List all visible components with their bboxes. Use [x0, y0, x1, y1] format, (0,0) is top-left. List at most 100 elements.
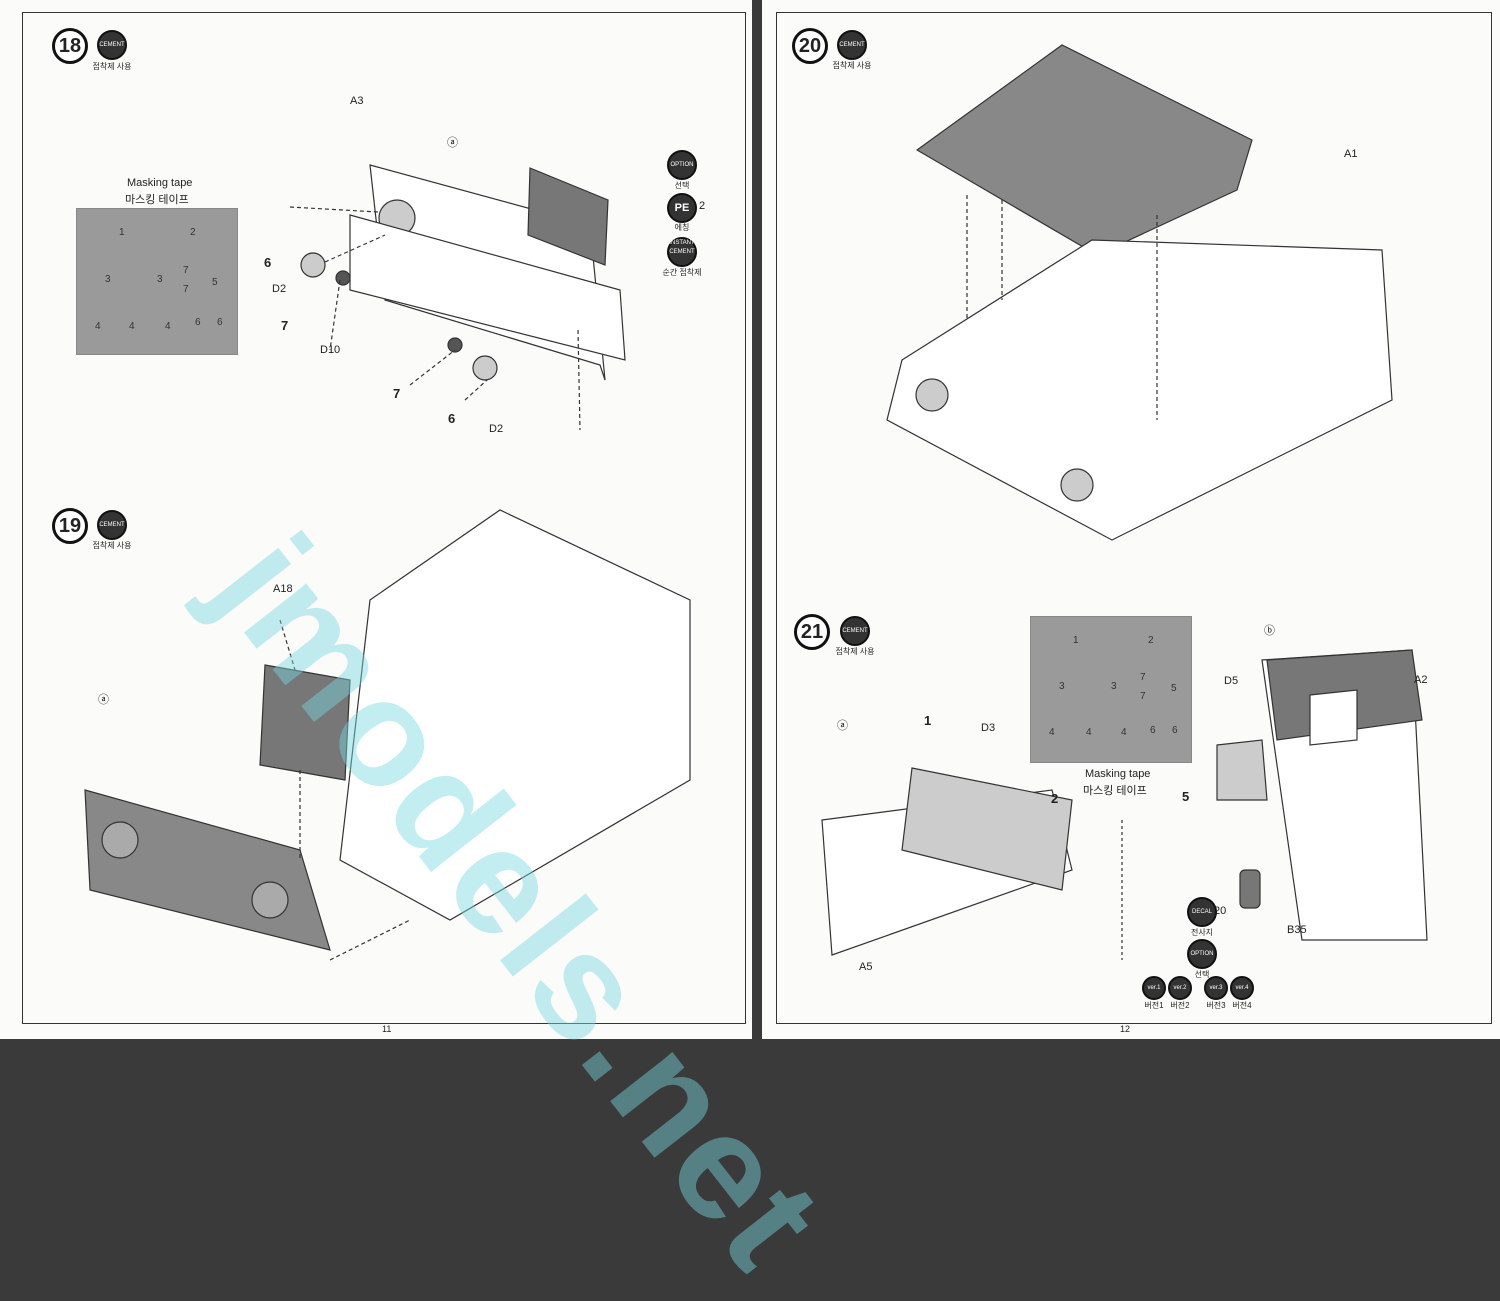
mask-num: 3: [157, 274, 163, 285]
mesh-pe: [527, 167, 609, 266]
option-badge: OPTION: [667, 150, 697, 180]
step18-19-illustrations: [84, 164, 691, 961]
part-a1: A1: [1344, 148, 1358, 160]
mask-num: 6: [1172, 725, 1178, 736]
sub-step-a: ⓐ: [447, 137, 458, 149]
pe-caption: 에칭: [674, 223, 690, 232]
page-frame: [776, 12, 1492, 1024]
step-number-21: 21: [794, 614, 830, 650]
masking-tape-sheet: 1 2 3 3 7 7 5 4 4 4 6 6: [76, 208, 238, 355]
fuel-can-b35: [1239, 869, 1261, 909]
part-a18: A18: [273, 583, 293, 595]
part-d10: D10: [320, 344, 341, 356]
step20-21-illustrations: [821, 44, 1428, 960]
version-caption-1: 버전1: [1144, 1001, 1164, 1010]
jeep-body-19: [339, 509, 691, 921]
step-number-18: 18: [52, 28, 88, 64]
cement-caption: 접착제 사용: [835, 647, 875, 656]
mask-num: 7: [183, 265, 189, 276]
mask-num: 7: [1140, 691, 1146, 702]
mask-num: 6: [217, 317, 223, 328]
pe-quantity: 2: [699, 200, 706, 212]
cement-caption: 접착제 사용: [92, 541, 132, 550]
part-1: 1: [924, 713, 932, 728]
decal-caption: 전사지: [1190, 928, 1214, 937]
mask-num: 2: [1148, 635, 1154, 646]
version-caption-3: 버전3: [1206, 1001, 1226, 1010]
instruction-page-12: 20 CEMENT 접착제 사용 A1 21 CEMENT 접착제 사용 1 2…: [762, 0, 1500, 1039]
cement-caption: 접착제 사용: [92, 62, 132, 71]
version-badge-2: ver.2: [1168, 976, 1192, 1000]
sub-step-a: ⓐ: [837, 720, 848, 732]
part-d2: D2: [272, 283, 287, 295]
mask-num: 6: [1150, 725, 1156, 736]
part-5: 5: [1182, 789, 1190, 804]
step-number-19: 19: [52, 508, 88, 544]
pe-badge: PE: [667, 193, 697, 223]
mask-num: 1: [119, 227, 125, 238]
radiator-a18: [259, 664, 351, 781]
part-a2: A2: [1414, 674, 1428, 686]
mask-num: 4: [165, 321, 171, 332]
version-badge-3: ver.3: [1204, 976, 1228, 1000]
cement-badge: CEMENT: [840, 616, 870, 646]
mask-num: 3: [105, 274, 111, 285]
sub-step-a: ⓐ: [98, 694, 109, 706]
mask-num: 1: [1073, 635, 1079, 646]
cement-badge: CEMENT: [837, 30, 867, 60]
step-number-20: 20: [792, 28, 828, 64]
part-7: 7: [393, 386, 401, 401]
mask-num: 4: [129, 321, 135, 332]
masking-tape-title: Masking tape: [1085, 768, 1151, 780]
part-d5: D5: [1224, 675, 1239, 687]
cement-caption: 접착제 사용: [832, 61, 872, 70]
cement-badge: CEMENT: [97, 510, 127, 540]
mask-num: 4: [1121, 727, 1127, 738]
option-caption: 선택: [1194, 970, 1210, 979]
version-caption-4: 버전4: [1232, 1001, 1252, 1010]
part-2: 2: [1051, 791, 1059, 806]
mask-num: 2: [190, 227, 196, 238]
part-a3: A3: [350, 95, 364, 107]
version-badge-4: ver.4: [1230, 976, 1254, 1000]
masking-tape-title-ko: 마스킹 테이프: [125, 194, 189, 206]
version-badge-1: ver.1: [1142, 976, 1166, 1000]
grille-19: [84, 789, 331, 951]
part-b35: B35: [1287, 924, 1307, 936]
instant-cement-badge: INSTANT CEMENT: [667, 237, 697, 267]
part-6: 6: [264, 255, 272, 270]
version-caption-2: 버전2: [1170, 1001, 1190, 1010]
masking-tape-sheet: 1 2 3 3 7 7 5 4 4 4 6 6: [1030, 616, 1192, 763]
part-a5: A5: [859, 961, 873, 973]
mask-num: 5: [212, 277, 218, 288]
mask-num: 7: [183, 284, 189, 295]
page-number: 11: [382, 1024, 392, 1034]
mask-num: 4: [95, 321, 101, 332]
part-7: 7: [281, 318, 289, 333]
mask-num: 5: [1171, 683, 1177, 694]
hood-a1: [915, 44, 1253, 256]
jeep-body-20: [886, 239, 1393, 541]
mask-num: 4: [1086, 727, 1092, 738]
mask-num: 3: [1111, 681, 1117, 692]
masking-tape-title: Masking tape: [127, 177, 193, 189]
page-frame: [22, 12, 746, 1024]
glass-5: [1216, 739, 1268, 801]
masking-tape-title-ko: 마스킹 테이프: [1083, 785, 1147, 797]
cement-badge: CEMENT: [97, 30, 127, 60]
part-20: 20: [1214, 905, 1227, 917]
window-glass-d3: [901, 767, 1073, 891]
mask-num: 6: [195, 317, 201, 328]
mask-num: 3: [1059, 681, 1065, 692]
decal-badge: DECAL: [1187, 897, 1217, 927]
instant-cement-caption: 순간 접착제: [662, 268, 702, 277]
mask-num: 4: [1049, 727, 1055, 738]
page-number: 12: [1120, 1024, 1131, 1034]
instruction-page-11: 18 CEMENT 접착제 사용 Masking tape 마스킹 테이프 1 …: [0, 0, 752, 1039]
part-6: 6: [448, 411, 456, 426]
part-d3: D3: [981, 722, 996, 734]
option-caption: 선택: [674, 181, 690, 190]
mask-num: 7: [1140, 672, 1146, 683]
option-badge: OPTION: [1187, 939, 1217, 969]
part-d2: D2: [489, 423, 504, 435]
